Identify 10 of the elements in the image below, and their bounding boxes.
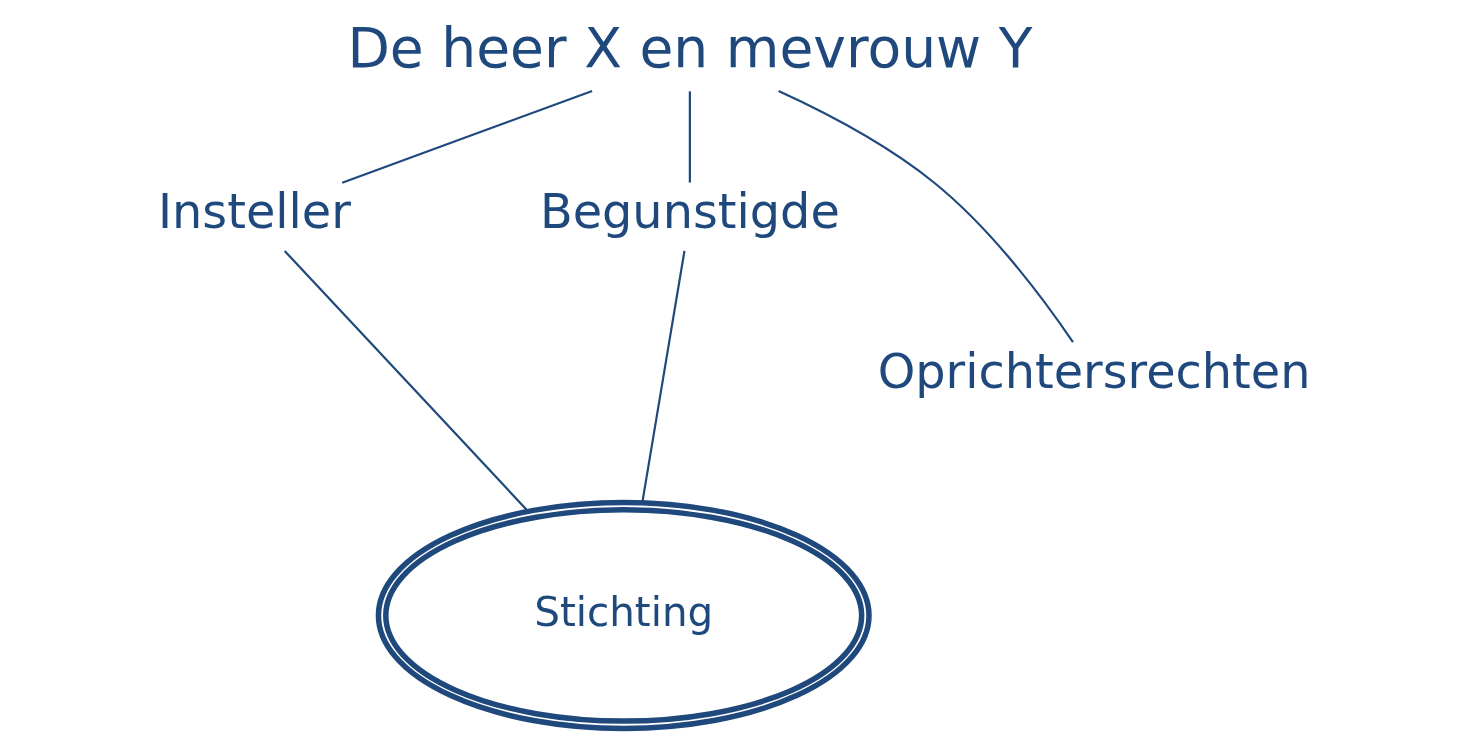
node-text: Oprichtersrechten — [877, 344, 1310, 400]
connector — [283, 250, 529, 512]
node-text: Begunstigde — [539, 184, 840, 240]
connector — [688, 91, 691, 183]
node-text: Insteller — [157, 184, 351, 240]
node-text: De heer X en mevrouw Y — [346, 16, 1032, 81]
connector — [777, 90, 1074, 343]
connector — [341, 89, 592, 184]
node-ellipse: Stichting — [375, 499, 872, 732]
connector — [640, 250, 686, 503]
